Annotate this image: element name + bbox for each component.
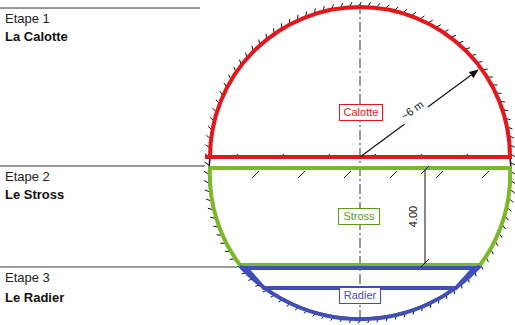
radier-lining — [240, 266, 480, 319]
support-mark — [298, 171, 305, 178]
stage-number: Etape 3 — [5, 270, 50, 285]
stage-number: Etape 1 — [5, 11, 50, 26]
stage-rule — [0, 267, 235, 268]
support-mark — [436, 171, 443, 178]
height-dimension-value: 4.00 — [406, 203, 421, 228]
hatch-tick — [204, 162, 209, 165]
support-mark — [252, 171, 259, 178]
radius-dimension: ~6 m — [396, 95, 428, 124]
stage-rules — [0, 8, 235, 267]
dimension-line — [425, 170, 426, 263]
zone-name: Stross — [343, 210, 374, 223]
zone-tag: Stross — [338, 208, 379, 225]
zone-name: Radier — [344, 289, 376, 302]
stage-rule — [0, 8, 200, 9]
stage-title: La Calotte — [5, 29, 68, 44]
dimension-tick — [421, 259, 429, 267]
stage-title: Le Stross — [5, 187, 64, 202]
stage-rule — [0, 166, 205, 167]
zone-tag: Radier — [339, 287, 381, 304]
support-mark — [390, 171, 397, 178]
stage-title: Le Radier — [5, 290, 64, 305]
support-mark — [344, 171, 351, 178]
center-line — [360, 4, 361, 323]
hatch-tick — [511, 163, 515, 166]
stage-number: Etape 2 — [5, 169, 50, 184]
height-dimension — [421, 166, 429, 267]
excavation-outline — [209, 7, 511, 318]
zone-name: Calotte — [344, 106, 379, 119]
rock-hatching — [204, 2, 515, 323]
dimension-tick — [421, 166, 429, 174]
calotte-lining — [205, 7, 512, 157]
support-mark — [482, 171, 489, 178]
stross-lining — [208, 168, 511, 265]
zone-tag: Calotte — [339, 104, 384, 121]
